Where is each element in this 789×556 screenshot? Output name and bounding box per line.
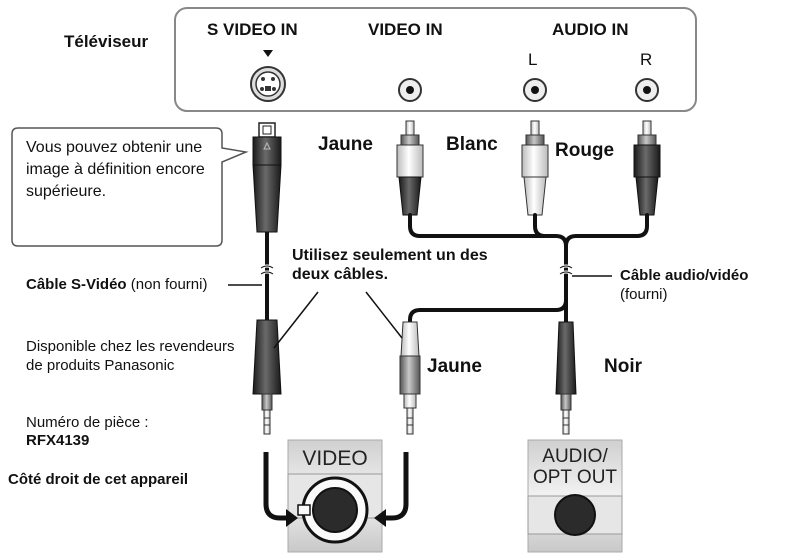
svideo-cable [252,122,282,435]
audio-left-label: L [528,50,538,69]
part-number-label: Numéro de pièce : [26,414,149,431]
speech-bubble [11,127,249,247]
use-one-leader-right [365,291,403,339]
insert-arrow-right-icon [386,452,409,521]
av-cable-supplied: (fourni) [620,286,668,303]
av-cable-name: Câble audio/vidéo [620,267,749,284]
yellow-plug-top [396,120,424,216]
device-side-label: Côté droit de cet appareil [8,471,189,488]
yellow-plug-bottom [399,321,421,435]
red-plug-label: Rouge [555,140,615,161]
tv-title: Téléviseur [64,32,149,51]
insert-arrow-left-icon [263,452,286,521]
svideo-cable-not-supplied: (non fourni) [130,276,208,293]
device-audio-port-label-1: AUDIO/ [542,446,608,467]
svideo-jack [250,50,286,102]
bubble-text: Vous pouvez obtenir une image à définiti… [26,139,205,200]
audio-right-label: R [640,50,653,69]
insert-arrow-right-head [374,509,386,527]
svideo-cable-name: Câble S-Vidéo [26,276,127,293]
video-in-jack [398,78,422,102]
black-plug-label: Noir [604,356,642,377]
white-plug-label: Blanc [446,134,498,155]
svideo-cable-label: Câble S-Vidéo (non fourni) [26,275,226,294]
device-video-port-label: VIDEO [302,447,368,470]
part-number: RFX4139 [26,432,90,449]
video-in-label: VIDEO IN [368,20,443,39]
use-one-cable-note: Utilisez seulement un des deux câbles. [292,247,488,283]
red-plug-top [633,120,661,216]
tv-panel [174,7,697,112]
white-plug-top [521,120,549,216]
av-cable-wires [408,213,649,324]
insert-arrow-left-head [286,509,298,527]
audio-right-jack [635,78,659,102]
yellow-bottom-plug-label: Jaune [427,356,482,377]
use-one-leader-left [273,291,319,349]
device-audio-panel [527,439,623,553]
availability-note: Disponible chez les revendeurs de produi… [26,338,235,374]
black-plug-bottom [555,321,577,435]
device-video-panel [287,439,383,553]
svideo-in-label: S VIDEO IN [207,20,298,39]
audio-left-jack [523,78,547,102]
device-audio-port-label-2: OPT OUT [532,467,618,488]
audio-in-label: AUDIO IN [552,20,629,39]
yellow-plug-label: Jaune [318,134,373,155]
av-cable-label: Câble audio/vidéo (fourni) [620,266,785,304]
